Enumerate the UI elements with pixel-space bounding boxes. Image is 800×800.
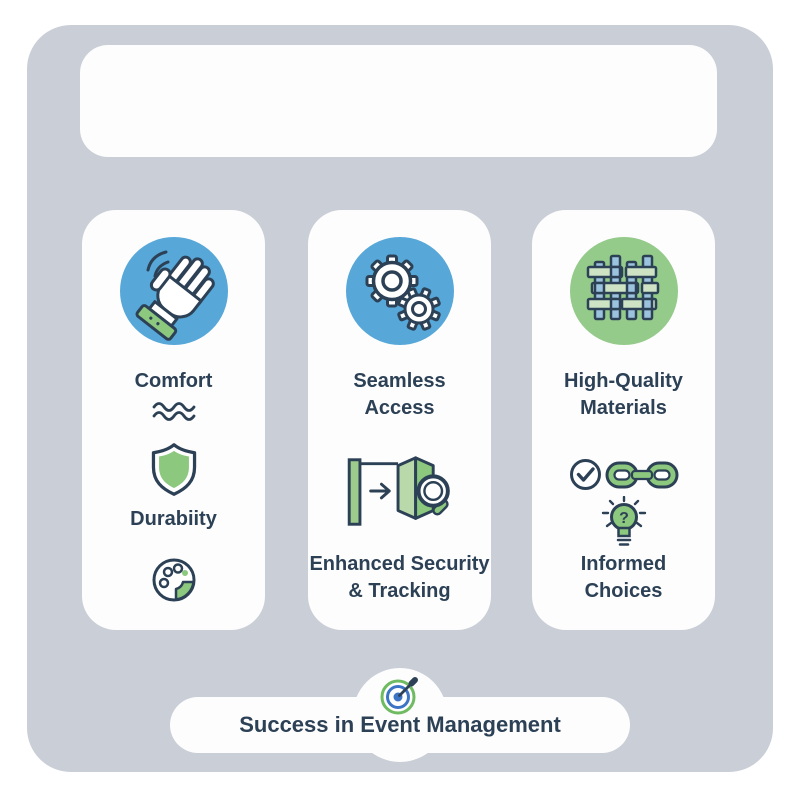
- label-line: Seamless: [353, 370, 446, 392]
- footer-label: Success in Event Management: [239, 712, 561, 737]
- label-line: Enhanced Security: [309, 553, 490, 575]
- card-label-informed-choices: Informed Choices: [522, 551, 725, 605]
- question-mark-glyph: ?: [619, 510, 629, 527]
- header-box: [80, 45, 717, 157]
- shield-icon: [151, 443, 196, 496]
- target-dart-icon: [380, 677, 418, 715]
- card-seamless-access: Seamless Access Enhanced Security & Trac…: [308, 210, 491, 630]
- palette-icon: [152, 558, 195, 602]
- label-line: Access: [364, 397, 435, 419]
- label-line: Durabiity: [130, 508, 217, 530]
- lightbulb-question-icon: ?: [601, 496, 646, 546]
- card-label-materials: High-Quality Materials: [522, 368, 725, 422]
- label-line: Choices: [584, 580, 663, 602]
- check-chain-row: [532, 457, 715, 492]
- card-label-comfort: Comfort: [72, 368, 275, 395]
- check-circle-icon: [570, 459, 601, 490]
- card-comfort-durability: Comfort Durabiity: [82, 210, 265, 630]
- badge-circle-access: [345, 237, 454, 345]
- card-label-seamless-access: Seamless Access: [298, 368, 501, 422]
- card-label-security-tracking: Enhanced Security & Tracking: [298, 551, 501, 605]
- label-line: Materials: [580, 397, 667, 419]
- entry-scan-magnifier-icon: [347, 456, 450, 526]
- badge-circle-comfort: [119, 237, 228, 345]
- wavy-lines-icon: [152, 402, 195, 421]
- label-line: High-Quality: [564, 370, 683, 392]
- card-label-durability: Durabiity: [72, 506, 275, 533]
- waving-hand-wristband-icon: [135, 250, 215, 341]
- badge-circle-materials: [569, 237, 678, 345]
- gears-icon: [365, 254, 441, 331]
- label-line: Informed: [580, 553, 667, 575]
- chain-link-icon: [605, 461, 679, 488]
- label-line: & Tracking: [348, 580, 451, 602]
- woven-fabric-icon: [586, 254, 659, 321]
- card-materials: High-Quality Materials: [532, 210, 715, 630]
- label-line: Comfort: [134, 370, 213, 392]
